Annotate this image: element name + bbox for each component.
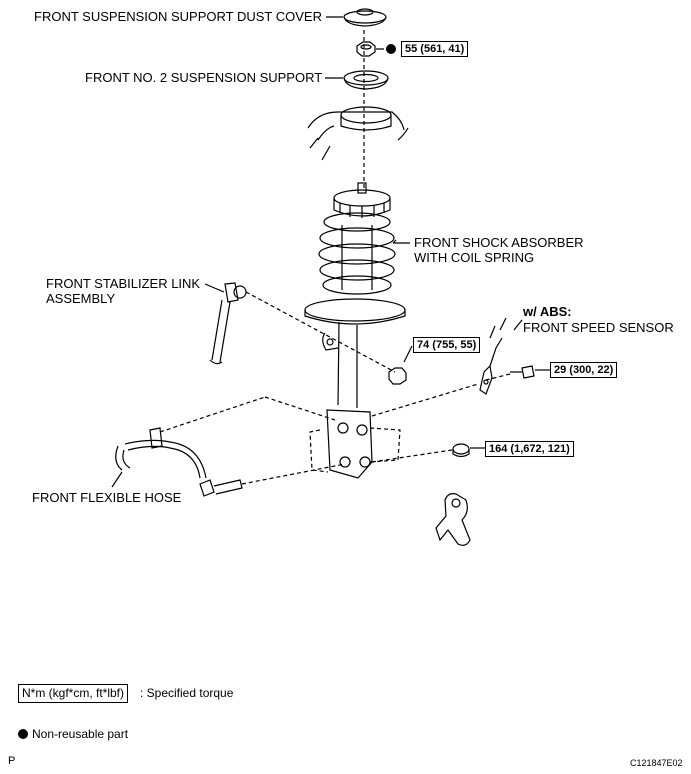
nut-part <box>356 41 376 57</box>
legend-unit-box: N*m (kgf*cm, ft*lbf) <box>18 684 129 703</box>
page-letter: P <box>8 755 16 767</box>
stab-dash-line <box>245 291 396 373</box>
flexible-hose-part <box>115 427 207 479</box>
non-reusable-dot-icon <box>386 44 396 54</box>
label-stab-line2: ASSEMBLY <box>46 291 116 306</box>
body-mount-part <box>307 106 409 161</box>
torque-55: 55 (561, 41) <box>401 41 469 57</box>
label-abs-heading: w/ ABS: <box>523 304 572 319</box>
torque-29: 29 (300, 22) <box>550 362 618 378</box>
knuckle-part <box>435 493 471 546</box>
bolt-29-part <box>510 365 535 379</box>
leader-hose <box>111 471 123 488</box>
figure-id: C121847E02 <box>630 758 683 768</box>
legend-non-reusable: Non-reusable part <box>32 727 129 741</box>
label-flexible-hose: FRONT FLEXIBLE HOSE <box>32 490 182 505</box>
shock-body-part <box>309 321 401 479</box>
nut164-dash-line <box>371 449 453 463</box>
leader-74 <box>403 345 413 363</box>
dust-cover-part <box>343 8 387 27</box>
lower-bolt-part <box>199 479 243 497</box>
leader-sensor <box>513 319 523 331</box>
label-shock-line1: FRONT SHOCK ABSORBER <box>414 235 584 250</box>
label-no2-support: FRONT NO. 2 SUSPENSION SUPPORT <box>85 70 323 85</box>
nut-74-part <box>388 367 407 385</box>
label-speed-sensor: FRONT SPEED SENSOR <box>523 320 674 335</box>
no2-support-part <box>343 70 389 90</box>
label-shock-line2: WITH COIL SPRING <box>414 250 535 265</box>
speed-sensor-part <box>479 317 507 395</box>
legend-dot-icon <box>18 729 28 739</box>
label-dust-cover: FRONT SUSPENSION SUPPORT DUST COVER <box>34 9 322 24</box>
torque-74: 74 (755, 55) <box>413 337 481 353</box>
legend-specified: : Specified torque <box>140 686 234 700</box>
label-stab-line1: FRONT STABILIZER LINK <box>46 276 201 291</box>
upper-mount-part <box>333 182 391 218</box>
nut-164-part <box>452 443 470 458</box>
torque-164: 164 (1,672, 121) <box>485 441 574 457</box>
leader-stab <box>204 283 225 293</box>
stabilizer-link-part <box>209 282 247 365</box>
spring-seat-part <box>304 298 406 325</box>
sensor-dash-line <box>371 383 479 417</box>
coil-spring-part <box>318 212 396 295</box>
